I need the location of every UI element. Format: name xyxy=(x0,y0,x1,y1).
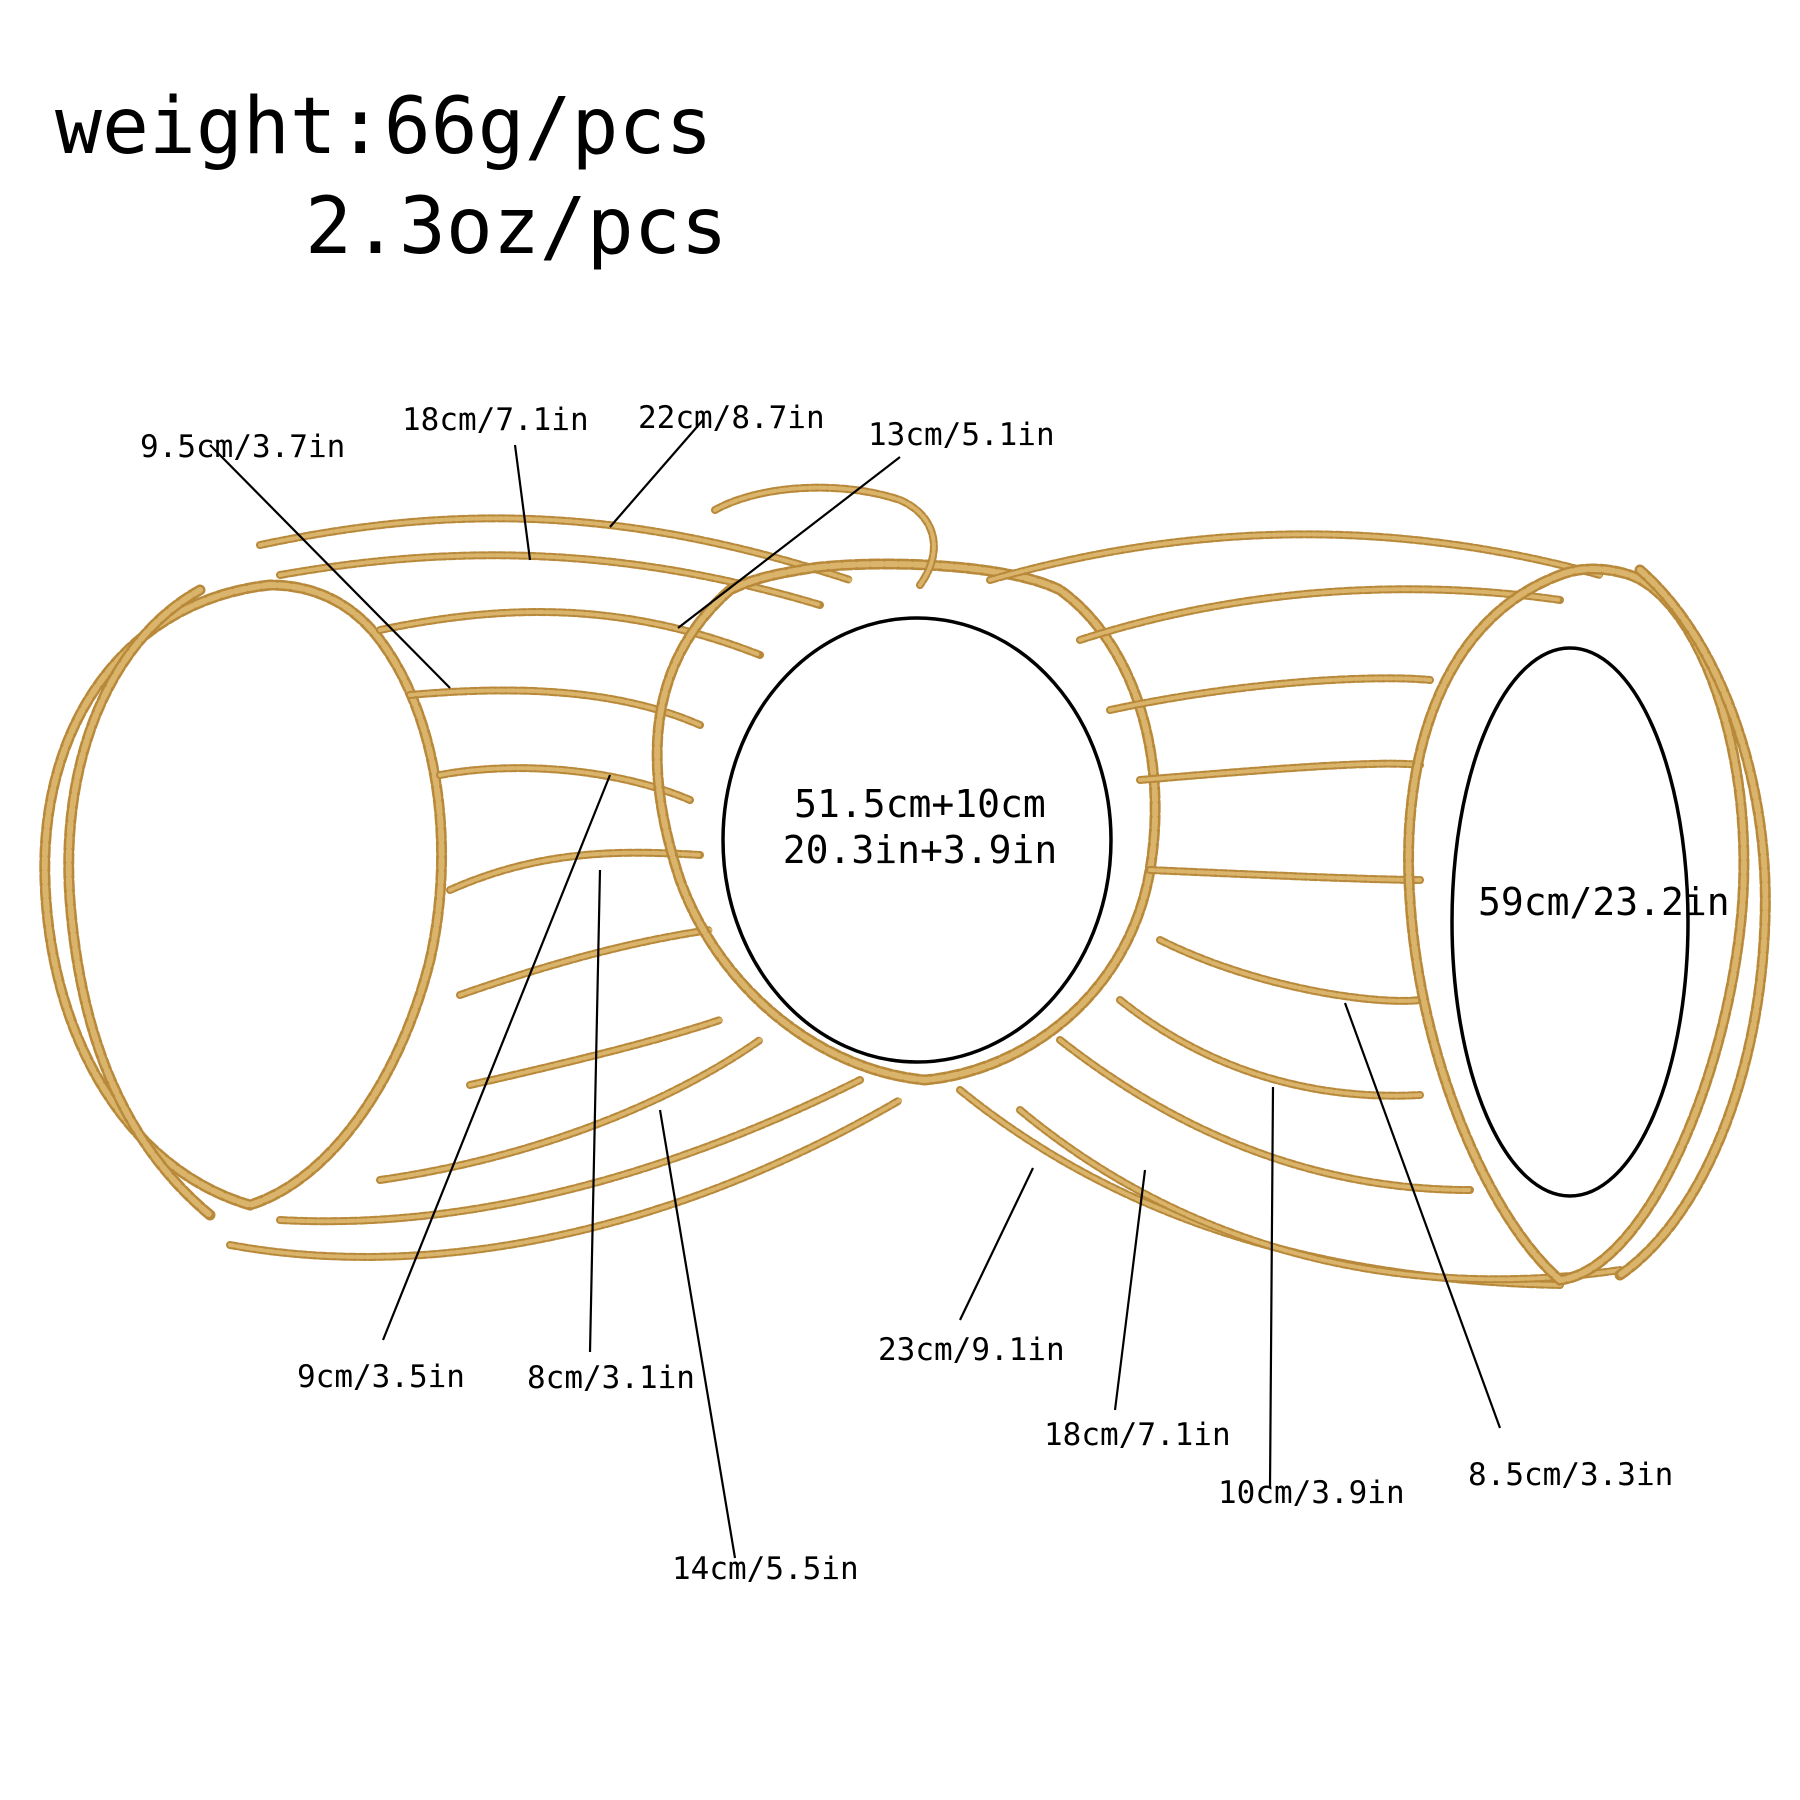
left-outer-chain-shadow xyxy=(63,584,216,1221)
leader-bottom-right-2 xyxy=(1113,1169,1147,1411)
right-strand-6-shadow xyxy=(1156,936,1424,1005)
top-strand-3 xyxy=(378,610,762,657)
bottom-left-label-2: 8cm/3.1in xyxy=(527,1360,695,1396)
arm-measure-ellipse xyxy=(1450,646,1690,1198)
arm-size-label: 59cm/23.2in xyxy=(1478,880,1730,924)
right-strand-1 xyxy=(988,532,1602,582)
leader-bottom-right-4 xyxy=(1343,1002,1502,1429)
top-strand-4 xyxy=(408,688,702,727)
neck-ring xyxy=(654,561,1159,1084)
leader-bottom-left-3 xyxy=(658,1109,737,1559)
top-left-label-2: 18cm/7.1in xyxy=(402,402,589,438)
left-outer-chain xyxy=(65,587,213,1218)
bottom-right-label-1: 23cm/9.1in xyxy=(878,1332,1065,1368)
leader-bottom-right-1 xyxy=(959,1167,1034,1321)
leader-top-left-2 xyxy=(513,444,532,561)
right-outer-chain xyxy=(1617,567,1769,1278)
right-strand-3 xyxy=(1108,676,1432,712)
neck-measure-ellipse xyxy=(721,616,1113,1064)
top-center-label: 22cm/8.7in xyxy=(638,400,825,436)
bottom-left-label-3: 14cm/5.5in xyxy=(672,1551,859,1587)
neck-size-label: 51.5cm+10cm 20.3in+3.9in xyxy=(760,782,1080,873)
top-left-label-1: 9.5cm/3.7in xyxy=(140,429,346,465)
low-strand-3 xyxy=(278,1078,862,1224)
right-strand-8-shadow xyxy=(1056,1036,1474,1194)
right-strand-2 xyxy=(1078,587,1562,642)
mid-strand-3-shadow xyxy=(456,926,714,999)
bottom-right-label-4: 8.5cm/3.3in xyxy=(1468,1457,1674,1493)
gold-chains xyxy=(39,483,1771,1289)
low-strand-4 xyxy=(228,1098,902,1259)
right-strand-8 xyxy=(1058,1038,1472,1192)
bottom-left-label-1: 9cm/3.5in xyxy=(297,1359,465,1395)
neck-size-cm: 51.5cm+10cm xyxy=(794,782,1046,826)
extender-chain xyxy=(713,485,936,587)
top-right-label: 13cm/5.1in xyxy=(868,417,1055,453)
leader-bottom-right-3 xyxy=(1268,1086,1275,1489)
right-arm-chain xyxy=(1405,566,1747,1284)
bottom-right-label-2: 18cm/7.1in xyxy=(1044,1417,1231,1453)
low-strand-2 xyxy=(378,1038,762,1182)
leader-bottom-left-1 xyxy=(381,774,612,1341)
right-strand-7 xyxy=(1118,998,1422,1098)
right-strand-5 xyxy=(1148,868,1422,882)
mid-strand-2-shadow xyxy=(446,848,704,894)
leader-top-left-1 xyxy=(209,444,451,689)
leader-top-right xyxy=(677,456,901,629)
low-strand-1 xyxy=(468,1018,722,1087)
right-arm-chain-shadow xyxy=(1403,563,1750,1286)
top-strand-1 xyxy=(258,516,852,582)
neck-size-in: 20.3in+3.9in xyxy=(782,827,1058,872)
leader-top-center xyxy=(609,419,704,528)
right-strand-10 xyxy=(1018,1108,1622,1282)
left-arm-chain xyxy=(41,581,445,1209)
leader-bottom-left-2 xyxy=(588,869,602,1353)
mid-strand-3 xyxy=(458,928,712,997)
right-strand-7-shadow xyxy=(1116,996,1424,1100)
right-strand-6 xyxy=(1158,938,1422,1003)
weight-grams: weight:66g/pcs xyxy=(55,82,713,172)
weight-ounces: 2.3oz/pcs xyxy=(305,182,728,272)
right-strand-4 xyxy=(1138,761,1422,782)
leader-lines xyxy=(209,419,1502,1559)
bottom-right-label-3: 10cm/3.9in xyxy=(1218,1475,1405,1511)
